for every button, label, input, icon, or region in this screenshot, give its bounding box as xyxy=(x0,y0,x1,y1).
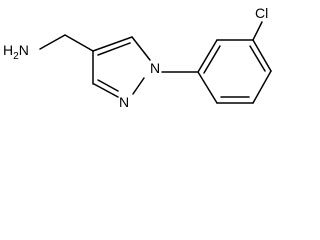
bond-ph-3-inner xyxy=(249,45,266,72)
bond-c5-n1 xyxy=(131,36,151,61)
bond-c-cl xyxy=(252,21,263,41)
bond-c4-c5-inner xyxy=(97,42,131,56)
ring-n1-label: N xyxy=(150,60,160,76)
atom-labels: H2N N N Cl xyxy=(3,5,268,110)
chlorine-label: Cl xyxy=(255,5,268,21)
bond-ph-1 xyxy=(197,39,218,73)
bond-n1-n2 xyxy=(132,77,145,95)
bond-c4-c5 xyxy=(92,36,133,52)
bonds xyxy=(39,21,272,104)
bond-ch2-c4 xyxy=(64,34,94,52)
bond-nh2-ch2 xyxy=(39,34,66,50)
ring-n2-label: N xyxy=(119,94,129,110)
bond-n2-c3 xyxy=(93,83,119,98)
structure-canvas: H2N N N Cl xyxy=(3,5,272,110)
bond-ph-4 xyxy=(252,70,272,104)
amine-label: H2N xyxy=(3,42,29,62)
bond-ph-6 xyxy=(197,71,218,104)
bond-ph-3 xyxy=(252,39,272,72)
bond-ph-1-inner xyxy=(203,45,221,74)
bond-n2-c3-inner xyxy=(97,79,119,92)
